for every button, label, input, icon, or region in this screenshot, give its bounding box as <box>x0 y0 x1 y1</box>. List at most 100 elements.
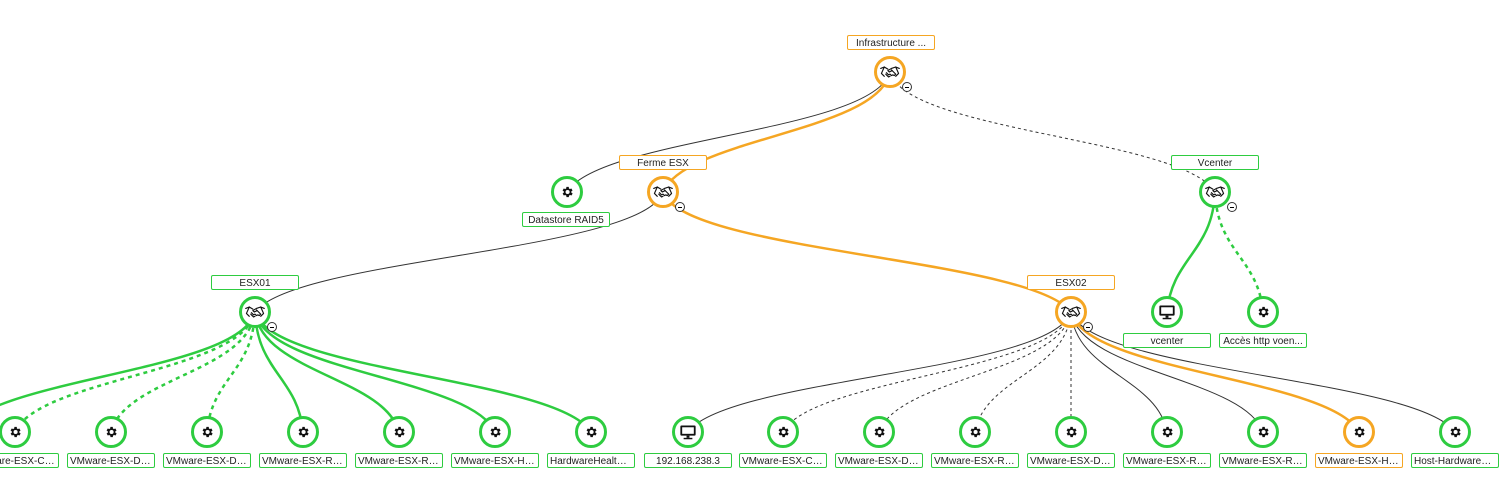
node-label: ESX02 <box>1027 275 1115 290</box>
edge-esx01-e1_hard <box>253 311 497 433</box>
edge-esx02-e2_ram <box>974 311 1072 433</box>
collapse-toggle-icon[interactable] <box>902 82 912 92</box>
edge-ferme-esx01 <box>254 191 664 313</box>
node-label: VMware-ESX-Hard... <box>451 453 539 468</box>
edge-esx02-e2_ip <box>687 311 1072 433</box>
node-circle-e2_hard[interactable] <box>1343 416 1375 448</box>
handshake-icon <box>1205 184 1225 200</box>
node-label: Infrastructure ... <box>847 35 935 50</box>
edge-esx01-e1_hh <box>253 311 593 433</box>
node-circle-vcenter_group[interactable] <box>1199 176 1231 208</box>
collapse-toggle-icon[interactable] <box>675 202 685 212</box>
edge-infra-ferme <box>661 71 892 193</box>
handshake-icon <box>880 64 900 80</box>
edge-esx01-offscreen_left <box>0 311 257 407</box>
edge-esx02-e2_run2 <box>1070 311 1264 433</box>
edge-esx01-e1_cpu <box>13 311 257 433</box>
gear-icon <box>1064 425 1078 439</box>
gear-icon <box>104 425 118 439</box>
node-circle-e2_disk1[interactable] <box>863 416 895 448</box>
node-circle-e1_cpu[interactable] <box>0 416 31 448</box>
gear-icon <box>8 425 22 439</box>
handshake-icon <box>1061 304 1081 320</box>
handshake-icon <box>653 184 673 200</box>
node-circle-e2_disk2[interactable] <box>1055 416 1087 448</box>
node-label: VMware-ESX-CPU <box>0 453 59 468</box>
node-label: VMware-ESX-Runt... <box>1123 453 1211 468</box>
collapse-toggle-icon[interactable] <box>1083 322 1093 332</box>
node-label: VMware-ESX-CPU <box>739 453 827 468</box>
node-circle-esx02[interactable] <box>1055 296 1087 328</box>
edge-esx02-e2_run1 <box>1070 311 1168 433</box>
gear-icon <box>296 425 310 439</box>
edge-vcenter_group-vcenter_host <box>1165 191 1217 313</box>
gear-icon <box>776 425 790 439</box>
node-circle-esx01[interactable] <box>239 296 271 328</box>
node-label: Vcenter <box>1171 155 1259 170</box>
gear-icon <box>488 425 502 439</box>
node-label: Host-HardwareHe... <box>1411 453 1499 468</box>
node-circle-infra[interactable] <box>874 56 906 88</box>
node-circle-e1_disk1[interactable] <box>95 416 127 448</box>
edge-esx01-e1_run2 <box>253 311 401 433</box>
gear-icon <box>584 425 598 439</box>
node-label: VMware-ESX-Disk... <box>835 453 923 468</box>
gear-icon <box>1352 425 1366 439</box>
node-label: VMware-ESX-Runt... <box>259 453 347 468</box>
node-label: Datastore RAID5 <box>522 212 610 227</box>
node-circle-e2_ip[interactable] <box>672 416 704 448</box>
node-circle-e2_run2[interactable] <box>1247 416 1279 448</box>
node-label: VMware-ESX-Disk... <box>1027 453 1115 468</box>
node-circle-e1_disk2[interactable] <box>191 416 223 448</box>
node-circle-e2_run1[interactable] <box>1151 416 1183 448</box>
gear-icon <box>1256 425 1270 439</box>
node-label: 192.168.238.3 <box>644 453 732 468</box>
gear-icon <box>392 425 406 439</box>
edge-vcenter_group-acces_http <box>1213 191 1265 313</box>
node-label: VMware-ESX-Runt... <box>355 453 443 468</box>
edge-esx01-e1_disk2 <box>205 311 257 433</box>
gear-icon <box>1160 425 1174 439</box>
node-circle-e1_hard[interactable] <box>479 416 511 448</box>
node-label: VMware-ESX-Disk... <box>67 453 155 468</box>
node-circle-e2_cpu[interactable] <box>767 416 799 448</box>
gear-icon <box>1256 305 1270 319</box>
node-label: HardwareHealth ... <box>547 453 635 468</box>
gear-icon <box>968 425 982 439</box>
edge-ferme-esx02 <box>661 191 1072 313</box>
gear-icon <box>872 425 886 439</box>
node-circle-vcenter_host[interactable] <box>1151 296 1183 328</box>
edge-esx02-e2_cpu <box>782 311 1072 433</box>
gear-icon <box>560 185 574 199</box>
node-label: VMware-ESX-Disk... <box>163 453 251 468</box>
node-label: vcenter <box>1123 333 1211 348</box>
gear-icon <box>1448 425 1462 439</box>
node-label: Ferme ESX <box>619 155 707 170</box>
monitor-icon <box>679 424 697 440</box>
gear-icon <box>200 425 214 439</box>
node-circle-e1_run1[interactable] <box>287 416 319 448</box>
node-circle-e1_run2[interactable] <box>383 416 415 448</box>
monitor-icon <box>1158 304 1176 320</box>
edge-esx02-e2_disk1 <box>878 311 1072 433</box>
node-label: VMware-ESX-Runt... <box>1219 453 1307 468</box>
node-label: Accès http voen... <box>1219 333 1307 348</box>
node-label: ESX01 <box>211 275 299 290</box>
node-circle-e1_hh[interactable] <box>575 416 607 448</box>
node-circle-ferme[interactable] <box>647 176 679 208</box>
node-label: VMware-ESX-RAM <box>931 453 1019 468</box>
edge-infra-vcenter_group <box>889 71 1216 193</box>
edge-esx02-e2_hw <box>1070 311 1456 433</box>
node-circle-acces_http[interactable] <box>1247 296 1279 328</box>
collapse-toggle-icon[interactable] <box>267 322 277 332</box>
node-circle-e2_hw[interactable] <box>1439 416 1471 448</box>
node-label: VMware-ESX-Hard... <box>1315 453 1403 468</box>
edge-infra-datastore <box>566 71 891 193</box>
node-circle-datastore[interactable] <box>551 176 583 208</box>
node-circle-e2_ram[interactable] <box>959 416 991 448</box>
collapse-toggle-icon[interactable] <box>1227 202 1237 212</box>
edge-esx01-e1_run1 <box>253 311 305 433</box>
edge-esx02-e2_hard <box>1069 311 1361 433</box>
edge-esx01-e1_disk1 <box>109 311 257 433</box>
